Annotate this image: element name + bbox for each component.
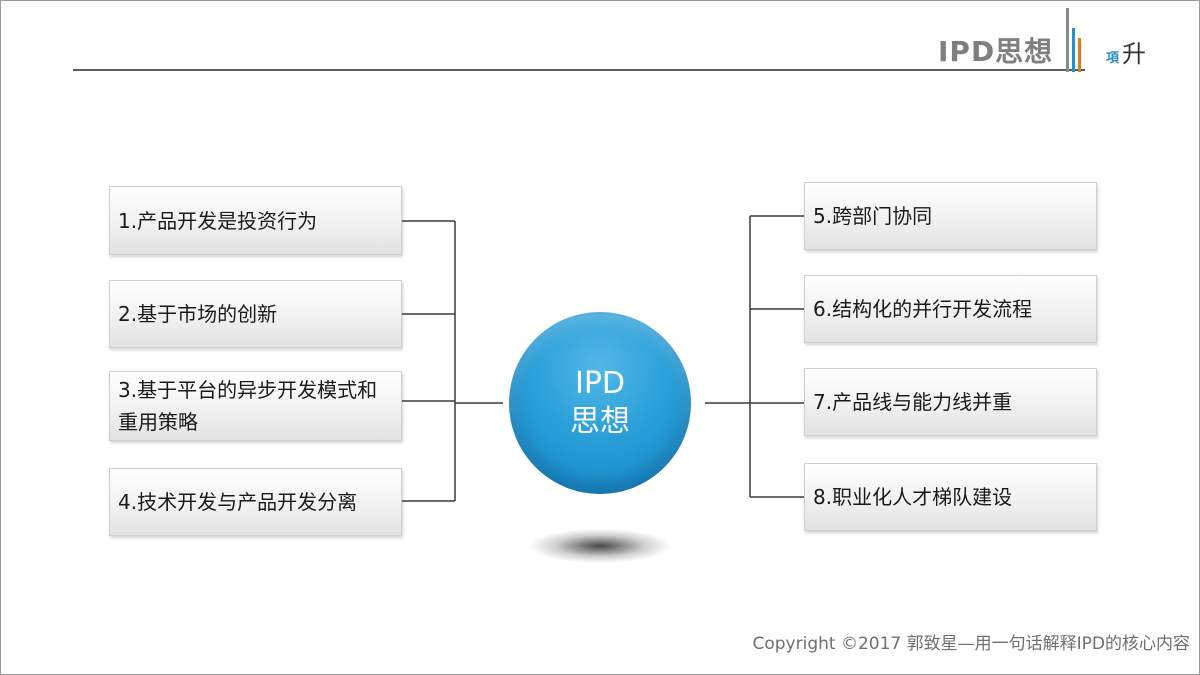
principle-box-2: 2.基于市场的创新: [109, 280, 402, 348]
hub-line-1: IPD: [574, 366, 626, 401]
hub-shadow: [530, 529, 670, 563]
logo-big-char: 升: [1122, 40, 1147, 68]
principle-box-8: 8.职业化人才梯队建设: [804, 463, 1097, 531]
principle-label: 5.跨部门协同: [813, 204, 933, 228]
principle-label: 3.基于平台的异步开发模式和重用策略: [118, 378, 378, 434]
logo: 項升: [1106, 40, 1146, 68]
logo-bars-icon: [1066, 8, 1088, 72]
principle-box-5: 5.跨部门协同: [804, 182, 1097, 250]
principle-label: 4.技术开发与产品开发分离: [118, 490, 358, 514]
principle-label: 7.产品线与能力线并重: [813, 390, 1013, 414]
principle-box-6: 6.结构化的并行开发流程: [804, 275, 1097, 343]
header-divider: [73, 69, 1085, 71]
principle-label: 1.产品开发是投资行为: [118, 208, 318, 233]
principle-label: 8.职业化人才梯队建设: [813, 485, 1013, 509]
hub-circle: IPD 思想: [509, 312, 691, 494]
copyright-notice: Copyright ©2017 郭致星—用一句话解释IPD的核心内容: [752, 634, 1191, 654]
slide-title: IPD思想: [938, 35, 1054, 68]
logo-small-char: 項: [1106, 51, 1120, 66]
principle-box-3: 3.基于平台的异步开发模式和重用策略: [109, 371, 402, 441]
principle-box-7: 7.产品线与能力线并重: [804, 368, 1097, 436]
principle-box-4: 4.技术开发与产品开发分离: [109, 468, 402, 536]
principle-label: 2.基于市场的创新: [118, 302, 278, 326]
hub-line-2: 思想: [570, 404, 630, 439]
principle-label: 6.结构化的并行开发流程: [813, 297, 1033, 321]
principle-box-1: 1.产品开发是投资行为: [109, 186, 402, 255]
